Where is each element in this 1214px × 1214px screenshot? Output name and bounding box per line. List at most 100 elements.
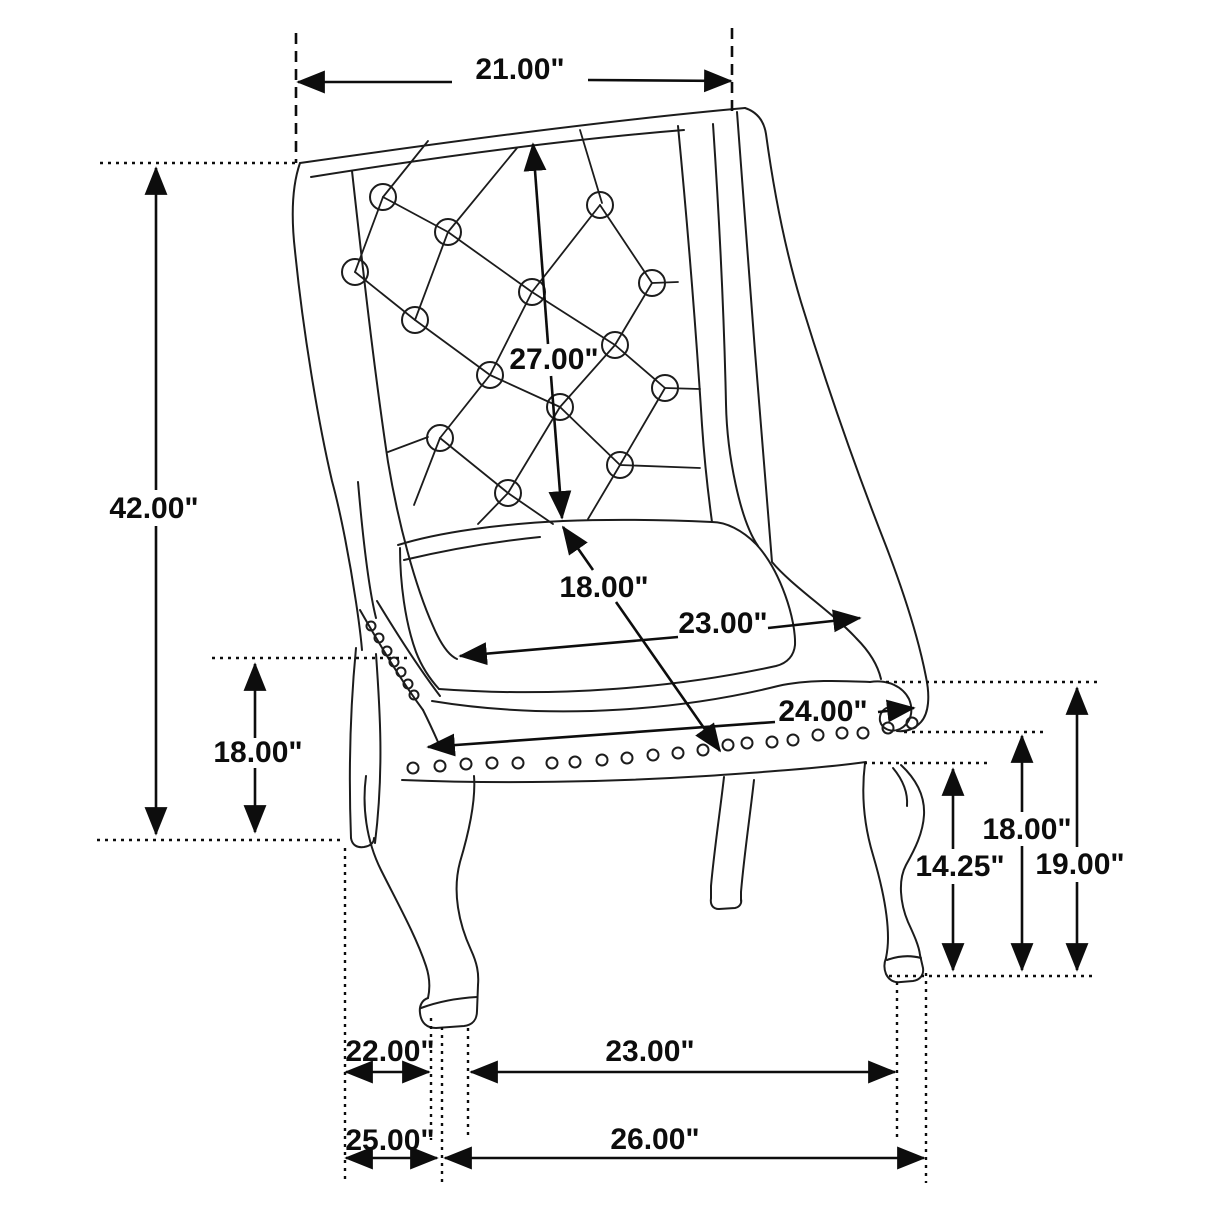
arrow-line bbox=[767, 609, 862, 633]
tufting-button bbox=[401, 306, 429, 334]
tufting-button bbox=[601, 331, 629, 359]
tufting-button bbox=[434, 218, 462, 246]
nailhead bbox=[671, 746, 685, 760]
tuft-line bbox=[579, 129, 603, 204]
nailhead bbox=[365, 620, 377, 632]
dim-floor-to-apron-label: 14.25" bbox=[915, 850, 1004, 883]
nailhead bbox=[381, 645, 393, 657]
back-panel-right-edge bbox=[677, 125, 713, 523]
front-right-leg-right bbox=[900, 764, 926, 956]
nailhead bbox=[721, 738, 735, 752]
tufting-button bbox=[638, 269, 666, 297]
chair-line-art bbox=[291, 107, 930, 1029]
dim-back-width-label: 21.00" bbox=[475, 53, 564, 86]
dim-seat-height-left: 18.00" bbox=[212, 656, 408, 834]
front-right-knee-contour bbox=[892, 767, 909, 807]
left-wing-fold-line bbox=[351, 170, 458, 660]
tuft-line bbox=[587, 464, 621, 520]
nailhead bbox=[388, 656, 400, 668]
dim-overall-height-label: 42.00" bbox=[109, 492, 198, 525]
nailhead bbox=[433, 759, 447, 773]
dim-back-to-seat-front: 18.00" bbox=[559, 525, 722, 753]
left-arm-support-edge bbox=[357, 481, 377, 619]
tuft-line bbox=[413, 437, 441, 506]
tufting-button bbox=[341, 258, 369, 286]
nailhead-trim-left-arm bbox=[365, 620, 420, 701]
cushion-front-right-outline bbox=[438, 521, 797, 694]
tuft-line bbox=[599, 204, 653, 284]
rear-right-foot bbox=[709, 897, 743, 910]
nailhead bbox=[765, 735, 779, 749]
tufting-lattice bbox=[354, 129, 701, 525]
nailhead bbox=[402, 678, 414, 690]
dim-right-side-heights: 19.00" 18.00" 14.25" bbox=[864, 680, 1125, 978]
tuft-line bbox=[382, 140, 429, 198]
dim-back-height: 27.00" bbox=[509, 142, 599, 520]
arrow-line bbox=[877, 699, 916, 723]
tufting-buttons bbox=[341, 183, 679, 507]
tufting-button bbox=[586, 191, 614, 219]
tufting-button bbox=[494, 479, 522, 507]
tuft-line bbox=[619, 387, 666, 466]
front-left-foot bbox=[418, 984, 479, 1029]
dim-seat-height-left-label: 18.00" bbox=[213, 736, 302, 769]
dim-overall-height: 42.00" bbox=[97, 161, 344, 842]
front-left-leg-left bbox=[363, 775, 431, 999]
arm-scroll bbox=[869, 680, 913, 732]
tuft-line bbox=[439, 437, 509, 494]
nailhead bbox=[406, 761, 420, 775]
dim-floor-to-seat-right-label: 18.00" bbox=[982, 813, 1071, 846]
front-left-leg-right bbox=[455, 775, 480, 986]
tufting-button bbox=[426, 424, 454, 452]
nailhead bbox=[511, 756, 525, 770]
tufting-button bbox=[651, 374, 679, 402]
dim-seat-front-width-label: 24.00" bbox=[778, 695, 867, 728]
nailhead bbox=[595, 753, 609, 767]
nailhead bbox=[856, 726, 870, 740]
nailhead bbox=[881, 721, 895, 735]
nailhead bbox=[485, 756, 499, 770]
tufting-button bbox=[606, 451, 634, 479]
arrow-line bbox=[426, 720, 776, 757]
nailhead bbox=[620, 751, 634, 765]
nailhead bbox=[373, 632, 385, 644]
nailhead bbox=[696, 743, 710, 757]
right-wing-inner-line bbox=[712, 123, 759, 547]
dimension-annotations: 21.00" 42.00" 27.00" 18.00" 23.00" bbox=[97, 28, 1125, 1186]
nailhead bbox=[408, 689, 420, 701]
left-arm-fascia-join bbox=[422, 709, 439, 743]
front-right-leg-left bbox=[862, 762, 889, 959]
cushion-left-piping bbox=[399, 547, 440, 690]
front-right-foot-top bbox=[886, 955, 922, 961]
nailhead bbox=[646, 748, 660, 762]
nailhead bbox=[811, 728, 825, 742]
nailhead bbox=[545, 756, 559, 770]
right-wing-outer-edge bbox=[744, 107, 930, 733]
back-top-border bbox=[310, 129, 685, 178]
tufting-button bbox=[369, 183, 397, 211]
nailhead bbox=[568, 755, 582, 769]
tuft-line bbox=[507, 492, 554, 525]
back-top-edge bbox=[299, 107, 746, 164]
tuft-line bbox=[507, 282, 653, 494]
dim-rear-leg-offset-label: 22.00" bbox=[345, 1035, 434, 1068]
nailhead bbox=[835, 726, 849, 740]
seat-rear-piping bbox=[403, 536, 541, 561]
dim-back-width: 21.00" bbox=[294, 28, 734, 163]
seat-band-top bbox=[431, 679, 871, 713]
tuft-line bbox=[664, 387, 701, 390]
rear-left-leg-front bbox=[348, 647, 357, 839]
nailhead bbox=[459, 757, 473, 771]
dim-back-to-seat-front-label: 18.00" bbox=[559, 571, 648, 604]
dim-seat-depth-label: 23.00" bbox=[678, 607, 767, 640]
back-left-outer-edge bbox=[291, 162, 363, 651]
arrow-line bbox=[458, 635, 679, 666]
tuft-line bbox=[414, 231, 449, 321]
rear-left-leg-back bbox=[374, 653, 382, 844]
back-panel-bottom-edge bbox=[397, 518, 713, 546]
dim-base-depth-label: 25.00" bbox=[345, 1124, 434, 1157]
arrow-line bbox=[587, 69, 733, 93]
nailhead bbox=[395, 666, 407, 678]
